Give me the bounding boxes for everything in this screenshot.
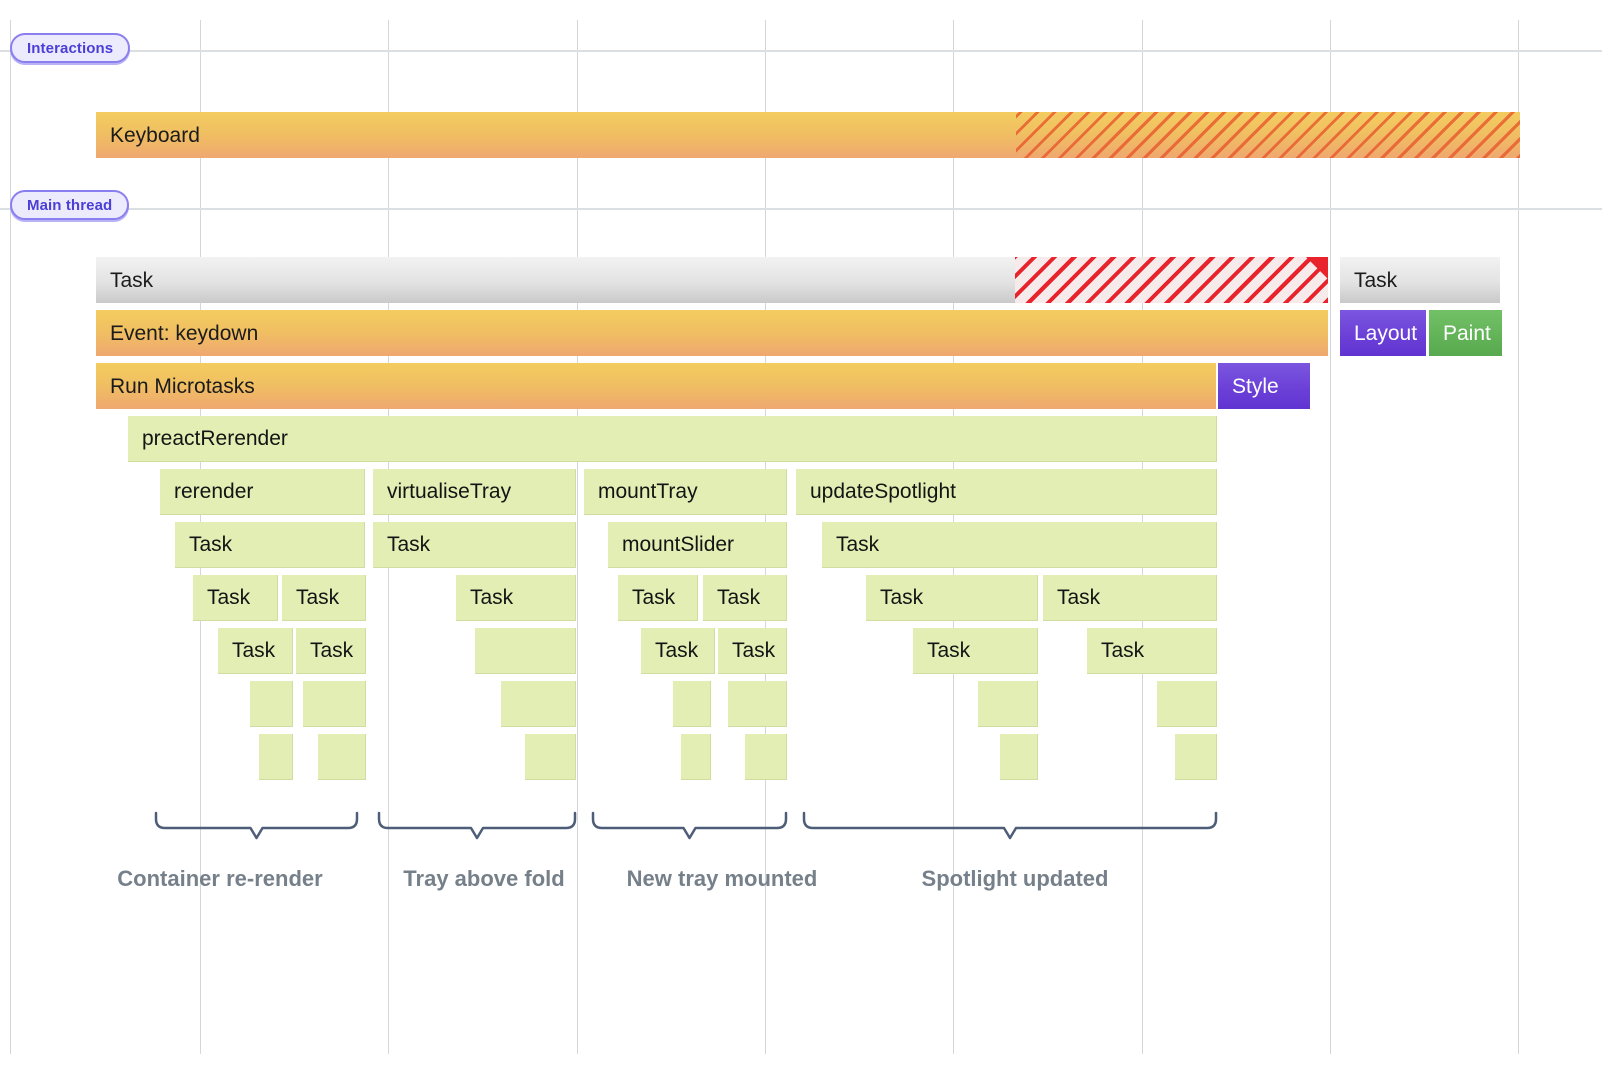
- task-bar[interactable]: [303, 681, 366, 727]
- virtualise-tray-bar[interactable]: virtualiseTray: [373, 469, 576, 515]
- annotation-container-rerender-bracket: [154, 811, 359, 840]
- gridline-0: [10, 20, 11, 1054]
- task-bar[interactable]: Task: [175, 522, 365, 568]
- task-bar[interactable]: [525, 734, 576, 780]
- update-spotlight-bar[interactable]: updateSpotlight: [796, 469, 1217, 515]
- rerender-bar-label: rerender: [174, 480, 254, 503]
- mount-tray-bar[interactable]: mountTray: [584, 469, 787, 515]
- task-bar[interactable]: [259, 734, 293, 780]
- keyboard-bar-label: Keyboard: [110, 123, 200, 147]
- task-bar[interactable]: [681, 734, 711, 780]
- task-bar[interactable]: Task: [641, 628, 715, 674]
- task-bar[interactable]: Task: [193, 575, 278, 621]
- task-bar-label: Task: [232, 639, 276, 662]
- task-bar[interactable]: Task: [282, 575, 366, 621]
- task-bar[interactable]: [728, 681, 787, 727]
- keyboard-bar-hatch-overlay: [1016, 112, 1520, 158]
- task-bar[interactable]: Task: [913, 628, 1038, 674]
- style-bar[interactable]: Style: [1218, 363, 1310, 409]
- task-bar[interactable]: [475, 628, 576, 674]
- update-spotlight-bar-label: updateSpotlight: [810, 480, 956, 503]
- task-bar[interactable]: Task: [618, 575, 698, 621]
- task-bar[interactable]: Task: [703, 575, 787, 621]
- task-bar[interactable]: Task: [296, 628, 366, 674]
- task-bar-label: Task: [632, 586, 676, 609]
- task-bar-label: Task: [880, 586, 924, 609]
- task-bar-main-label: Task: [110, 268, 154, 292]
- task-bar[interactable]: [1175, 734, 1217, 780]
- mount-slider-bar-label: mountSlider: [622, 533, 735, 556]
- task-bar-label: Task: [207, 586, 251, 609]
- task-bar[interactable]: [318, 734, 366, 780]
- event-keydown-bar-label: Event: keydown: [110, 321, 259, 345]
- gridline-7: [1330, 20, 1331, 1054]
- task-bar[interactable]: Task: [456, 575, 576, 621]
- long-task-warning-triangle-icon: [1306, 257, 1328, 279]
- task-bar-label: Task: [1101, 639, 1145, 662]
- task-bar-label: Task: [1057, 586, 1101, 609]
- run-microtasks-bar-label: Run Microtasks: [110, 374, 255, 398]
- track-separator-0: [0, 50, 1602, 52]
- track-separator-1: [0, 208, 1602, 210]
- paint-bar-label: Paint: [1443, 321, 1491, 345]
- annotation-container-rerender-label: Container re-render: [117, 866, 323, 891]
- task-bar[interactable]: [501, 681, 576, 727]
- task-bar[interactable]: Task: [822, 522, 1217, 568]
- gridline-3: [577, 20, 578, 1054]
- task-bar-right-label: Task: [1354, 268, 1398, 292]
- event-keydown-bar[interactable]: Event: keydown: [96, 310, 1328, 356]
- task-bar[interactable]: Task: [373, 522, 576, 568]
- annotation-new-tray-mounted-label: New tray mounted: [626, 866, 818, 891]
- task-bar[interactable]: [745, 734, 787, 780]
- rerender-bar[interactable]: rerender: [160, 469, 365, 515]
- task-bar[interactable]: [1000, 734, 1038, 780]
- layout-bar[interactable]: Layout: [1340, 310, 1426, 356]
- interactions-track-label: Interactions: [27, 39, 114, 57]
- main-thread-track-label: Main thread: [27, 196, 113, 214]
- task-bar-label: Task: [470, 586, 514, 609]
- task-bar-label: Task: [717, 586, 761, 609]
- paint-bar[interactable]: Paint: [1429, 310, 1502, 356]
- annotation-tray-above-fold-bracket: [377, 811, 577, 840]
- task-bar-main-long-task-overlay: [1015, 257, 1328, 303]
- annotation-spotlight-updated-label: Spotlight updated: [921, 866, 1109, 891]
- task-bar[interactable]: Task: [218, 628, 293, 674]
- task-bar[interactable]: [250, 681, 293, 727]
- task-bar-right[interactable]: Task: [1340, 257, 1500, 303]
- mount-slider-bar[interactable]: mountSlider: [608, 522, 787, 568]
- task-bar-label: Task: [310, 639, 354, 662]
- task-bar[interactable]: Task: [718, 628, 787, 674]
- annotation-new-tray-mounted-bracket: [591, 811, 788, 840]
- preact-rerender-bar-label: preactRerender: [142, 427, 288, 450]
- virtualise-tray-bar-label: virtualiseTray: [387, 480, 512, 503]
- task-bar-label: Task: [732, 639, 776, 662]
- main-thread-track[interactable]: Main thread: [10, 190, 130, 220]
- task-bar-label: Task: [655, 639, 699, 662]
- mount-tray-bar-label: mountTray: [598, 480, 698, 503]
- task-bar[interactable]: [673, 681, 711, 727]
- preact-rerender-bar[interactable]: preactRerender: [128, 416, 1217, 462]
- run-microtasks-bar[interactable]: Run Microtasks: [96, 363, 1216, 409]
- task-bar-label: Task: [189, 533, 233, 556]
- task-bar[interactable]: [1157, 681, 1217, 727]
- task-bar-label: Task: [927, 639, 971, 662]
- interactions-track[interactable]: Interactions: [10, 33, 131, 63]
- task-bar[interactable]: [978, 681, 1038, 727]
- task-bar-label: Task: [836, 533, 880, 556]
- annotation-tray-above-fold-label: Tray above fold: [403, 866, 565, 891]
- task-bar[interactable]: Task: [1087, 628, 1217, 674]
- task-bar[interactable]: Task: [1043, 575, 1217, 621]
- style-bar-label: Style: [1232, 374, 1279, 398]
- task-bar[interactable]: Task: [866, 575, 1038, 621]
- layout-bar-label: Layout: [1354, 321, 1418, 345]
- task-bar-label: Task: [387, 533, 431, 556]
- annotation-spotlight-updated-bracket: [802, 811, 1218, 840]
- task-bar-label: Task: [296, 586, 340, 609]
- gridline-8: [1518, 20, 1519, 1054]
